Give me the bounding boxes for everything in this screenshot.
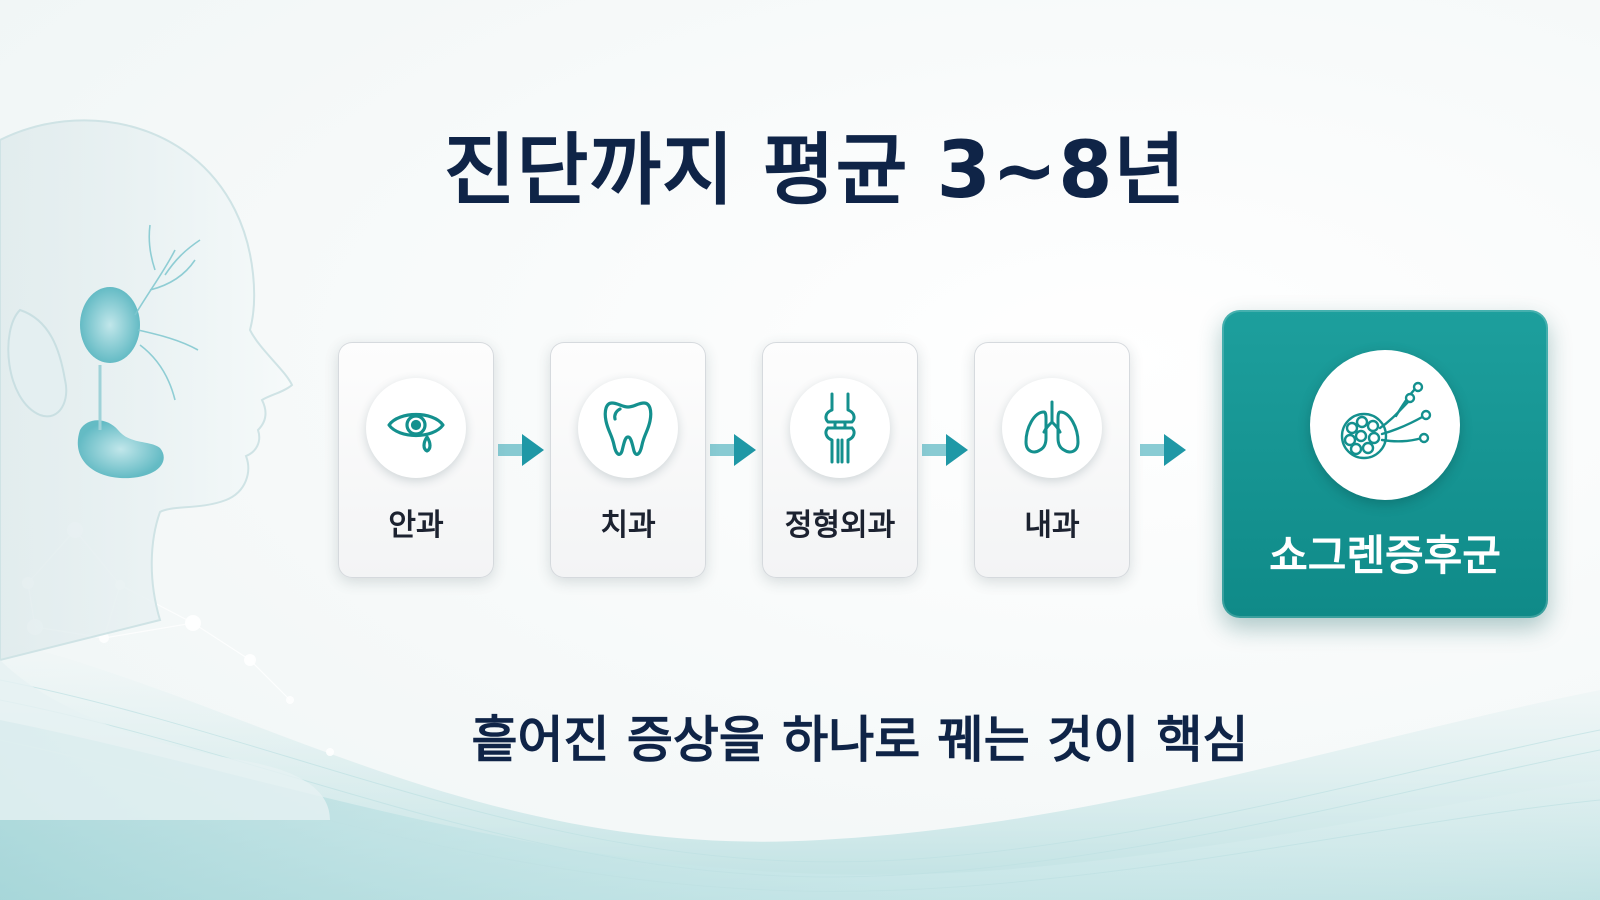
gland-duct-icon <box>1340 381 1432 460</box>
step-icon-circle <box>1002 378 1102 478</box>
result-icon-circle <box>1310 350 1460 500</box>
step-card-dentistry: 치과 <box>550 342 706 578</box>
step-label: 정형외과 <box>784 508 896 543</box>
diagnosis-flow: 안과 치과 <box>338 310 1558 630</box>
step-label: 내과 <box>1024 508 1080 543</box>
step-icon-circle <box>790 378 890 478</box>
flow-arrow-icon <box>498 434 544 466</box>
step-label: 안과 <box>388 508 444 543</box>
diagnosis-result-card: 쇼그렌증후군 <box>1222 310 1548 618</box>
flow-arrow-icon <box>1140 434 1186 466</box>
knee-joint-icon <box>824 392 856 464</box>
step-card-internal-medicine: 내과 <box>974 342 1130 578</box>
step-card-ophthalmology: 안과 <box>338 342 494 578</box>
head-profile-illustration <box>0 119 330 820</box>
eye-tear-icon <box>387 413 445 453</box>
result-label: 쇼그렌증후군 <box>1269 531 1501 580</box>
step-card-orthopedics: 정형외과 <box>762 342 918 578</box>
step-label: 치과 <box>600 508 656 543</box>
subtitle: 흩어진 증상을 하나로 꿰는 것이 핵심 <box>471 711 1249 769</box>
tooth-icon <box>603 401 653 456</box>
lungs-icon <box>1024 400 1080 454</box>
flow-arrow-icon <box>922 434 968 466</box>
page-title: 진단까지 평균 3~8년 <box>443 126 1187 216</box>
step-icon-circle <box>366 378 466 478</box>
step-icon-circle <box>578 378 678 478</box>
flow-arrow-icon <box>710 434 756 466</box>
